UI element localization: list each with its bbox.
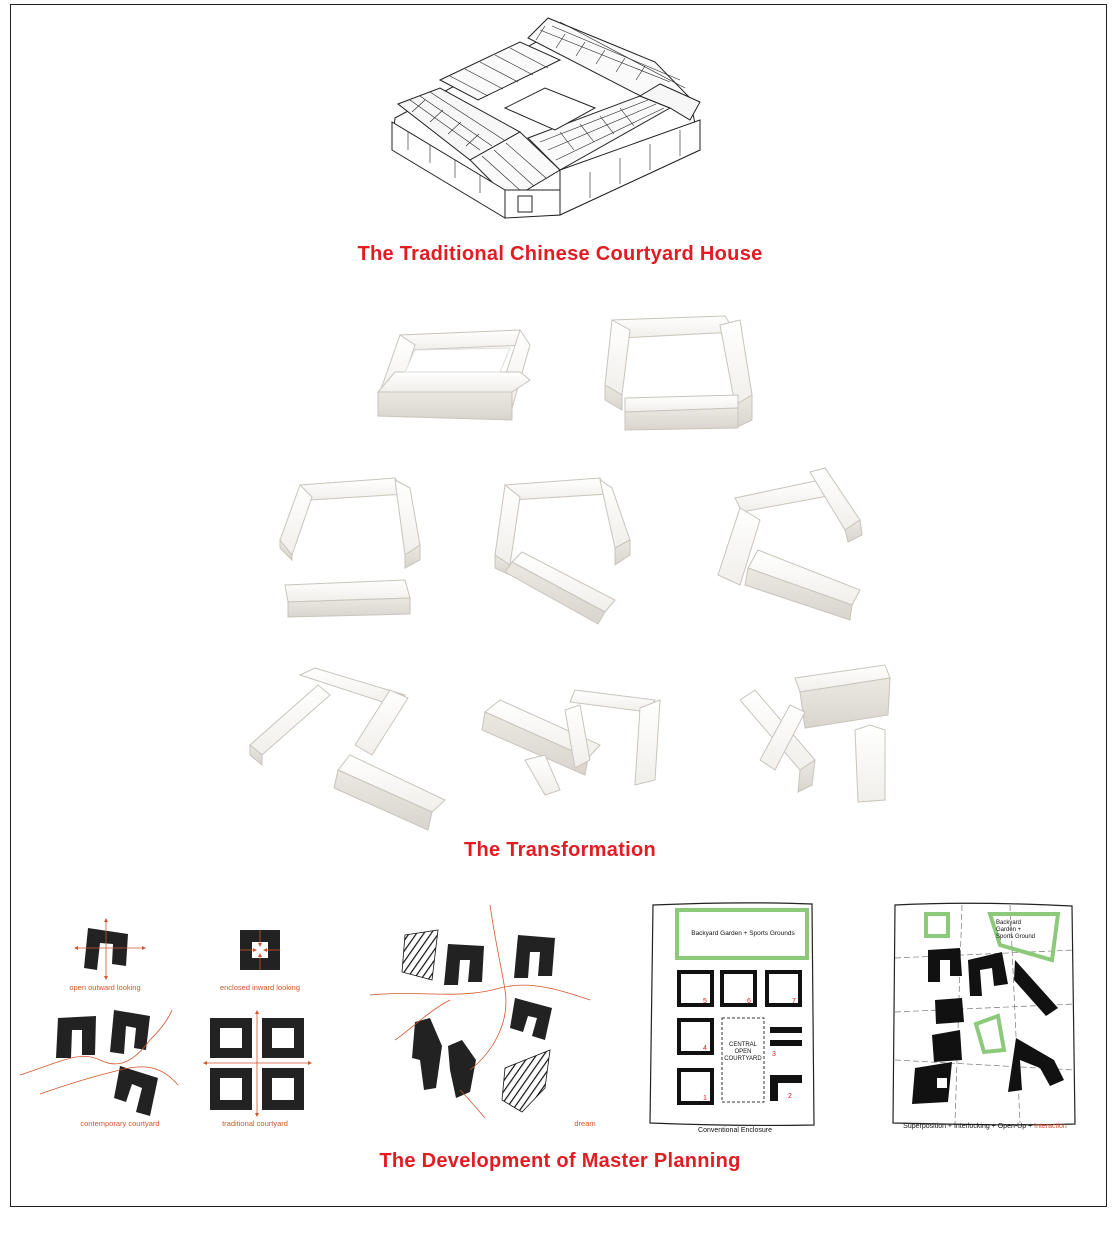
model-2-separated	[604, 315, 753, 431]
svg-text:7: 7	[792, 998, 796, 1005]
caption-superposition: Superposition + Interlocking + Open-Up +…	[880, 1123, 1090, 1130]
diagram-traditional-courtyard	[203, 930, 312, 1117]
title-transformation: The Transformation	[463, 839, 657, 861]
transformation-models	[249, 315, 891, 831]
model-6-staggered	[249, 667, 446, 831]
svg-text:4: 4	[703, 1045, 707, 1052]
svg-text:2: 2	[788, 1093, 792, 1100]
backyard-label-right: Backyard Garden + Sports Ground	[996, 920, 1036, 940]
courtyard-house-drawing	[391, 17, 701, 219]
backyard-label-left: Backyard Garden + Sports Grounds	[691, 930, 795, 937]
model-3-opened	[279, 477, 421, 618]
svg-text:1: 1	[703, 1095, 707, 1102]
poster-frame	[10, 4, 1107, 1207]
caption-dream: dream	[574, 1119, 596, 1128]
svg-text:6: 6	[747, 998, 751, 1005]
model-4-rotated	[494, 477, 631, 625]
diagram-contemporary-courtyard	[19, 918, 179, 1116]
caption-conventional-enclosure: Conventional Enclosure	[698, 1127, 772, 1134]
central-courtyard-label: CENTRAL OPEN COURTYARD	[724, 1042, 762, 1062]
diagram-dream	[369, 904, 591, 1119]
caption-superposition-main: Superposition + Interlocking + Open-Up +	[903, 1123, 1035, 1130]
model-5-interlocked	[717, 467, 863, 621]
caption-interaction: Interaction	[1034, 1123, 1067, 1130]
svg-text:3: 3	[772, 1051, 776, 1058]
model-7-shifted	[481, 689, 661, 796]
caption-open-outward: open outward looking	[69, 983, 141, 992]
model-8-twisted	[739, 664, 891, 803]
title-master-planning: The Development of Master Planning	[379, 1150, 741, 1172]
title-courtyard-house: The Traditional Chinese Courtyard House	[357, 243, 763, 265]
model-1-closed-square	[376, 328, 531, 421]
svg-text:5: 5	[703, 998, 707, 1005]
caption-enclosed-inward: enclosed inward looking	[219, 983, 301, 992]
plan-conventional-enclosure: 5 6 7 4 3 2 1	[649, 902, 815, 1126]
caption-contemporary: contemporary courtyard	[80, 1119, 160, 1128]
caption-traditional: traditional courtyard	[222, 1119, 288, 1128]
plan-superposition	[892, 902, 1076, 1126]
